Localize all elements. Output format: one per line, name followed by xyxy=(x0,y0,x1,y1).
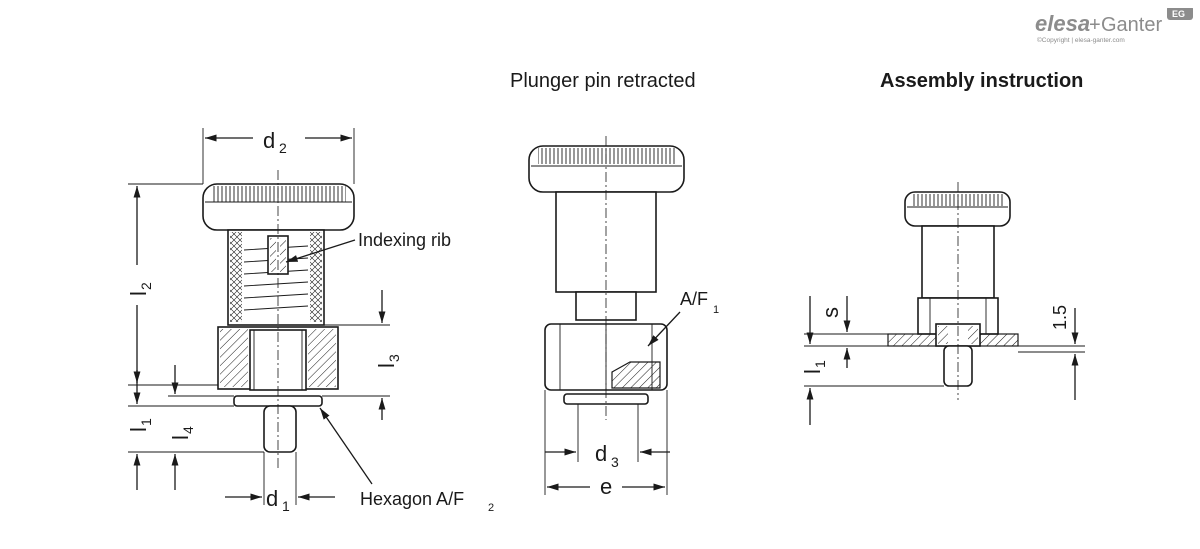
label-l2-sub: 2 xyxy=(138,282,154,290)
label-l3-sub: 3 xyxy=(386,354,402,362)
logo-plus: + xyxy=(1089,14,1101,36)
plunger-pin-tip xyxy=(263,405,297,453)
label-l4-sub: 4 xyxy=(180,426,196,434)
label-l1-assembly: l xyxy=(800,369,825,374)
label-l1-assembly-sub: 1 xyxy=(812,360,828,368)
logo-graphic: elesa + Ganter EG ©Copyright | elesa-gan… xyxy=(1035,6,1193,44)
label-indexing-rib: Indexing rib xyxy=(358,230,451,250)
label-l1: l xyxy=(126,427,151,432)
label-s: s xyxy=(818,307,843,318)
label-l3: l xyxy=(374,363,399,368)
title-retracted: Plunger pin retracted xyxy=(510,70,696,92)
title-assembly: Assembly instruction xyxy=(880,70,1083,92)
label-e: e xyxy=(600,474,612,499)
label-d1: d xyxy=(266,486,278,511)
label-af1: A/F xyxy=(680,289,708,309)
label-d2: d xyxy=(263,128,275,153)
logo-badge-box xyxy=(1167,6,1193,20)
label-l4: l xyxy=(168,435,193,440)
label-hexagon: Hexagon A/F xyxy=(360,489,464,509)
label-1-5: 1.5 xyxy=(1050,305,1070,330)
label-af1-sub: 1 xyxy=(713,304,719,316)
view-assembly: Assembly instruction s xyxy=(800,70,1085,425)
label-l2: l xyxy=(126,291,151,296)
label-d1-sub: 1 xyxy=(282,498,290,514)
logo-copyright: ©Copyright | elesa-ganter.com xyxy=(1037,36,1125,44)
view-retracted: Plunger pin retracted A/F 1 xyxy=(510,70,719,499)
logo-badge: EG xyxy=(1172,9,1185,19)
label-hexagon-sub: 2 xyxy=(488,502,494,514)
knob-knurling xyxy=(212,186,346,202)
logo-right: Ganter xyxy=(1101,14,1162,36)
label-d2-sub: 2 xyxy=(279,140,287,156)
label-l1-sub: 1 xyxy=(138,418,154,426)
logo-left: elesa xyxy=(1035,11,1090,36)
view-sectional: d 2 l 2 l 1 l 4 xyxy=(126,128,494,514)
brand-logo: elesa + Ganter EG ©Copyright | elesa-gan… xyxy=(1035,6,1195,53)
label-d3-sub: 3 xyxy=(611,454,619,470)
label-d3: d xyxy=(595,441,607,466)
